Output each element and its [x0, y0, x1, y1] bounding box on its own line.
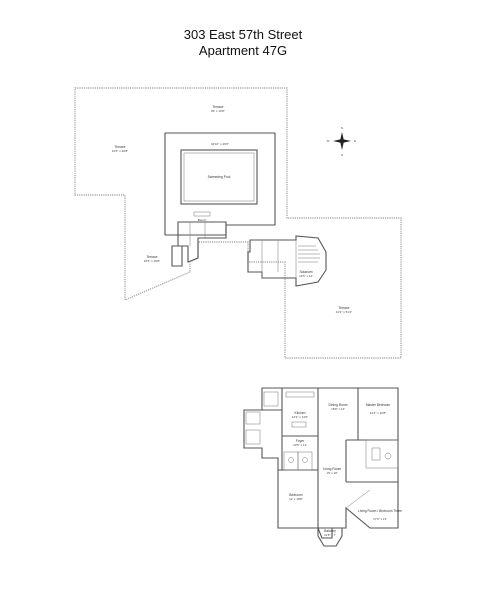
- terrace-top-dims: 86' x 13'8": [211, 109, 225, 113]
- terrace-boundary: [74, 87, 402, 359]
- spiral-stair: [298, 245, 320, 263]
- swimming-pool-outline: [180, 149, 258, 205]
- pool-bench-label: Bench: [198, 218, 207, 222]
- lower-level-plan: Dining Room 15'8" x 13' Kitchen 14'3" x …: [243, 387, 402, 547]
- compass-rose: N S E W: [327, 126, 356, 157]
- address-title: 303 East 57th Street: [183, 27, 303, 42]
- upper-level-plan: Terrace 86' x 13'8" Terrace 31'6" x 40'8…: [74, 87, 402, 359]
- dining-room-label: Dining Room: [328, 403, 347, 407]
- bedroom-bath-fixture: [302, 457, 308, 463]
- master-bedroom-label: Master Bedroom: [366, 403, 391, 407]
- terrace-right-label: Terrace: [339, 306, 350, 310]
- master-bath-tub: [371, 447, 381, 461]
- terrace-left-label: Terrace: [115, 145, 126, 149]
- stair-core: [171, 245, 183, 267]
- foyer-dims: 10'6" x 12': [293, 443, 307, 447]
- solarium-label: Solarium: [299, 270, 312, 274]
- solarium-wall: [247, 235, 327, 287]
- compass-e: E: [354, 139, 356, 143]
- service-closet: [245, 411, 261, 425]
- unit-title: Apartment 47G: [198, 43, 288, 58]
- pool-bench-shape: [193, 211, 211, 217]
- master-bedroom-dims: 14'4" x 16'8": [370, 411, 386, 415]
- service-bath: [245, 429, 261, 445]
- kitchen-island: [291, 421, 307, 428]
- terrace-top-label: Terrace: [213, 105, 224, 109]
- living-room-label: Living Room: [323, 467, 342, 471]
- kitchen-dims: 14'3" x 14'6": [292, 415, 308, 419]
- hall-bath: [283, 451, 299, 471]
- compass-w: W: [327, 139, 330, 143]
- library-dims: 17'6" x 13': [373, 517, 387, 521]
- library-angled-wall: [345, 489, 371, 509]
- compass-n: N: [341, 126, 343, 130]
- bedroom-dims: 12' x 18'8": [289, 497, 303, 501]
- master-bath-fixture: [384, 452, 392, 460]
- balcony-outline: [317, 527, 343, 547]
- kitchen-label: Kitchen: [295, 411, 306, 415]
- dining-room-dims: 15'8" x 13': [331, 407, 345, 411]
- kitchen-counter: [285, 391, 315, 398]
- master-bath: [365, 439, 399, 469]
- library-label: Living Room / Bedroom Three: [358, 509, 402, 513]
- pool-area-dims: 34'10" x 46'6": [211, 142, 229, 146]
- balcony-label: Balcony: [324, 529, 336, 533]
- bedroom-bath: [297, 451, 313, 471]
- service-room: [263, 391, 279, 407]
- balcony-dims: 11'8" x 7': [324, 533, 336, 537]
- terrace-right-dims: 41'3" x 51'4": [336, 310, 352, 314]
- compass-s: S: [341, 153, 343, 157]
- bedroom-label: Bedroom: [289, 493, 303, 497]
- hall-bath-fixture: [288, 457, 294, 463]
- pool-inner-edge: [183, 152, 255, 202]
- solarium-dims: 14'6" x 12': [299, 274, 313, 278]
- compass-needle-ew: [333, 139, 351, 143]
- foyer-label: Foyer: [296, 439, 305, 443]
- terrace-left-low-dims: 15'6" x 25'8": [144, 259, 160, 263]
- terrace-left-low-label: Terrace: [147, 255, 158, 259]
- swimming-pool-label: Swimming Pool: [208, 175, 231, 179]
- apartment-exterior-wall: [243, 387, 399, 539]
- terrace-left-dims: 31'6" x 40'8": [112, 149, 128, 153]
- living-room-dims: 15' x 18': [327, 471, 338, 475]
